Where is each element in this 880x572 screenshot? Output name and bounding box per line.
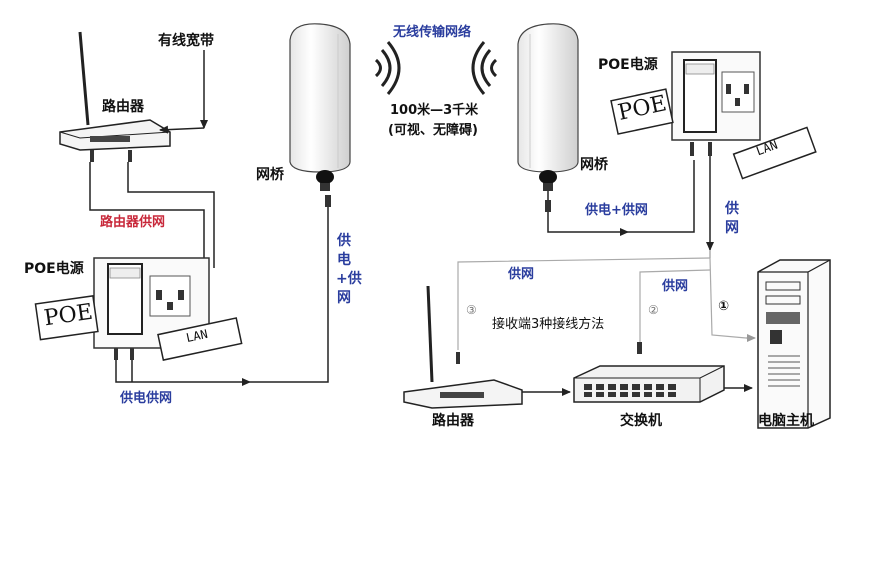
router-top-label: 路由器: [102, 99, 144, 115]
wifi-signal-right-icon: [471, 41, 498, 95]
poe-to-bridge-cable: [115, 360, 251, 386]
router-to-poe-cable: [89, 162, 208, 301]
network-vertical-label: 供网: [725, 201, 739, 236]
bridge-left: [289, 23, 351, 191]
poe-left-label: POE电源: [24, 261, 84, 277]
router-bottom-label: 路由器: [432, 413, 474, 429]
network-mid-left-label: 供网: [508, 267, 535, 282]
poe-right-label: POE电源: [598, 57, 658, 73]
power-plus-network-right-label: 供电+供网: [585, 203, 648, 218]
switch-device: [573, 342, 753, 403]
visibility-label: (可视、无障碍): [388, 123, 478, 138]
poe-left: [34, 257, 243, 361]
wireless-network-label: 无线传输网络: [393, 25, 472, 40]
network-mid-right-label: 供网: [662, 279, 689, 294]
router-bottom: [403, 285, 571, 409]
computer-tower: [757, 259, 831, 429]
distribution-lines: [457, 257, 747, 350]
bridge-left-label: 网桥: [256, 167, 284, 183]
power-plus-network-vertical-label: 供电+供网: [336, 233, 362, 306]
distance-label: 100米—3千米: [390, 103, 479, 118]
router-top: [59, 31, 171, 162]
bridge-right-label: 网桥: [580, 157, 608, 173]
wifi-signal-left-icon: [374, 41, 401, 95]
router-power-label: 路由器供网: [100, 215, 166, 230]
poe-right: [610, 51, 817, 180]
power-network-bottom-label: 供电供网: [120, 391, 173, 406]
circle-three-label: ③: [466, 303, 477, 317]
switch-label: 交换机: [620, 413, 662, 429]
circle-two-label: ②: [648, 303, 659, 317]
wired-broadband-label: 有线宽带: [158, 33, 214, 49]
computer-label: 电脑主机: [758, 413, 814, 429]
receive-methods-label: 接收端3种接线方法: [492, 317, 605, 332]
bridge-right: [517, 23, 579, 191]
circle-one-label: ①: [718, 299, 730, 314]
